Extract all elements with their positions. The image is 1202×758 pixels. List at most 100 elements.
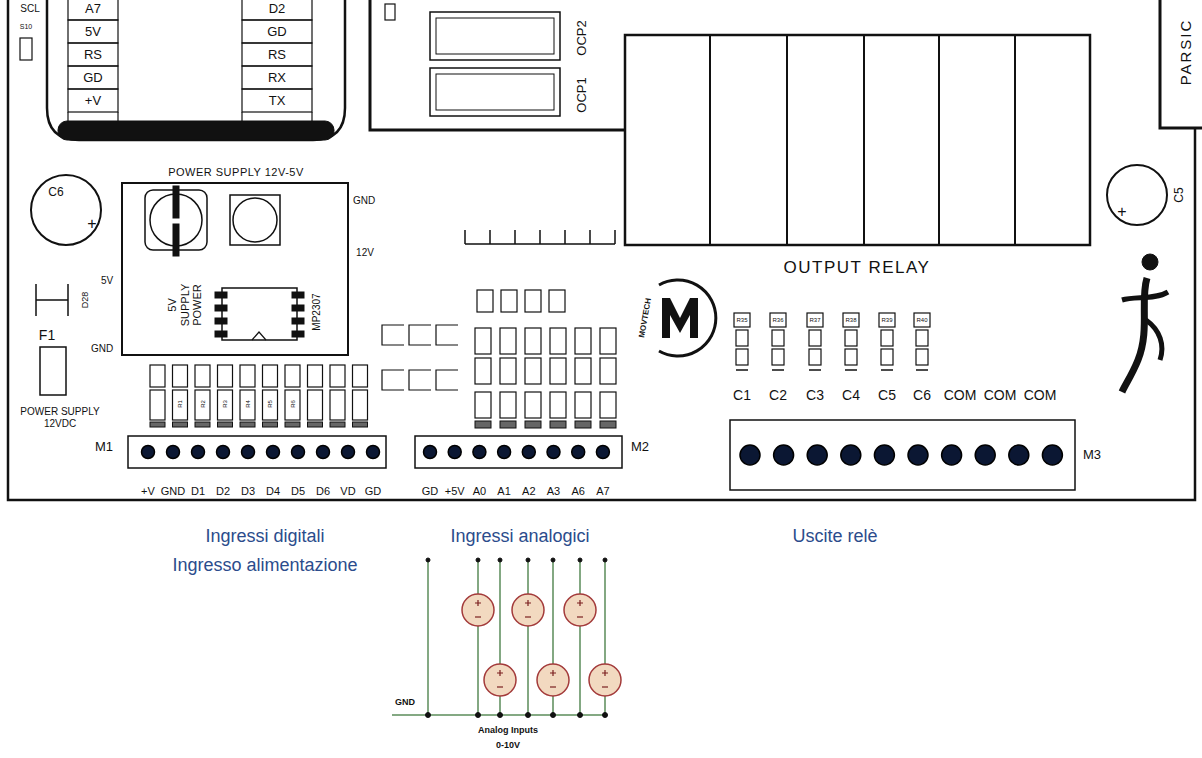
logo-ring — [659, 280, 716, 356]
terminal-screw — [448, 446, 461, 459]
smd-part — [600, 328, 616, 354]
resistor-band — [772, 369, 784, 371]
arduino-outline — [47, 0, 345, 140]
input-wire — [477, 560, 479, 715]
resistor-symbol — [879, 313, 895, 327]
terminal-screw — [942, 445, 962, 465]
resistor-band — [600, 421, 616, 428]
pin-label: VD — [340, 485, 355, 497]
resistor-symbol — [353, 390, 368, 420]
terminal-screw — [807, 445, 827, 465]
pin-label: A2 — [522, 485, 535, 497]
logo-figure — [1146, 320, 1162, 360]
part-name: F1 — [39, 328, 55, 343]
terminal-screw — [841, 445, 861, 465]
section-caption: Ingressi digitali — [205, 527, 324, 547]
smd-part — [20, 38, 32, 60]
resistor-symbol — [736, 330, 748, 346]
part-label: R5 — [267, 400, 274, 408]
part-label: OCP1 — [575, 77, 589, 112]
pin-label: C6 — [913, 388, 931, 403]
part-label: R40 — [916, 317, 927, 324]
source-plus — [550, 670, 556, 676]
smd-part — [550, 392, 566, 418]
header-footprint — [465, 230, 615, 244]
capacitor: C5 — [1105, 160, 1190, 235]
part-label: D28 — [81, 292, 91, 309]
smd-part — [600, 358, 616, 384]
smd-part — [500, 392, 516, 418]
ocp-relay — [430, 68, 560, 116]
chip-notch — [252, 332, 266, 340]
capacitor-outline — [1107, 165, 1167, 225]
part-name: C5 — [1173, 187, 1186, 202]
logo-mark — [662, 298, 698, 338]
ocp-relay-inner — [436, 74, 554, 110]
resistor-band — [809, 369, 821, 371]
part-name: M3 — [1083, 448, 1101, 462]
relay-divider — [710, 35, 1015, 245]
net-label: GND — [395, 698, 415, 708]
terminal-screw — [572, 446, 585, 459]
part-name: C6 — [48, 186, 63, 199]
pin-label: D2 — [216, 485, 230, 497]
source-minus — [577, 616, 583, 617]
logo-figure — [1122, 292, 1168, 300]
pin-label: +5V — [445, 485, 465, 497]
logo-text: MOVTECH — [638, 298, 654, 339]
sketch-caption: Analog Inputs — [478, 726, 538, 736]
pin-label: A6 — [571, 485, 584, 497]
node-shape — [28, 172, 104, 248]
resistor-symbol — [150, 390, 165, 420]
terminal-screw — [192, 446, 205, 459]
resistor-symbol — [263, 390, 278, 420]
pin-label: RX — [268, 70, 286, 84]
section-caption: Ingresso alimentazione — [172, 556, 357, 576]
resistor-band — [550, 421, 566, 428]
resistor-band — [308, 422, 323, 427]
junction-dot — [603, 713, 608, 718]
node-shape — [92, 436, 388, 470]
capacitor-outline — [31, 175, 101, 245]
pin-label: D1 — [191, 485, 205, 497]
voltage-source — [512, 594, 544, 626]
resistor-symbol — [218, 365, 233, 387]
resistor-band — [525, 421, 541, 428]
part-name: POWER SUPPLY 12V-5V — [168, 166, 304, 178]
resistor-symbol — [916, 349, 928, 365]
pin-label: D3 — [241, 485, 255, 497]
terminal-outline — [730, 420, 1075, 490]
pin-label: C3 — [806, 388, 824, 403]
terminal-screw — [424, 446, 437, 459]
chip-body — [222, 288, 297, 340]
capacitor-body — [230, 195, 280, 245]
pin-label: COM — [1024, 388, 1057, 403]
junction-dot — [476, 713, 481, 718]
resistor-symbol — [809, 330, 821, 346]
terminal-screw — [740, 445, 760, 465]
inductor-bar — [173, 224, 179, 256]
terminal-outline — [415, 436, 622, 468]
pin-cell — [242, 20, 312, 43]
smd-part — [475, 328, 491, 354]
source-plus — [497, 670, 503, 676]
part-label: R3 — [222, 400, 229, 408]
pin-label: D4 — [266, 485, 280, 497]
resistor-band — [285, 422, 300, 427]
resistor-symbol — [308, 365, 323, 387]
capacitor-footprint — [409, 370, 431, 390]
input-wire — [527, 560, 529, 715]
polarity-mark: + — [1117, 203, 1126, 221]
brand-label: PARSIC — [1178, 19, 1195, 86]
resistor-symbol — [770, 313, 786, 327]
chip-pin — [215, 318, 227, 324]
terminal-screw — [908, 445, 928, 465]
resistor-symbol — [173, 365, 188, 387]
pin-label: C4 — [842, 388, 860, 403]
resistor-symbol — [772, 330, 784, 346]
resistor-band — [240, 422, 255, 427]
pin-label: C1 — [733, 388, 751, 403]
arduino-header-bar — [58, 121, 334, 140]
board-corner — [1160, 0, 1202, 128]
terminal-screw — [217, 446, 230, 459]
